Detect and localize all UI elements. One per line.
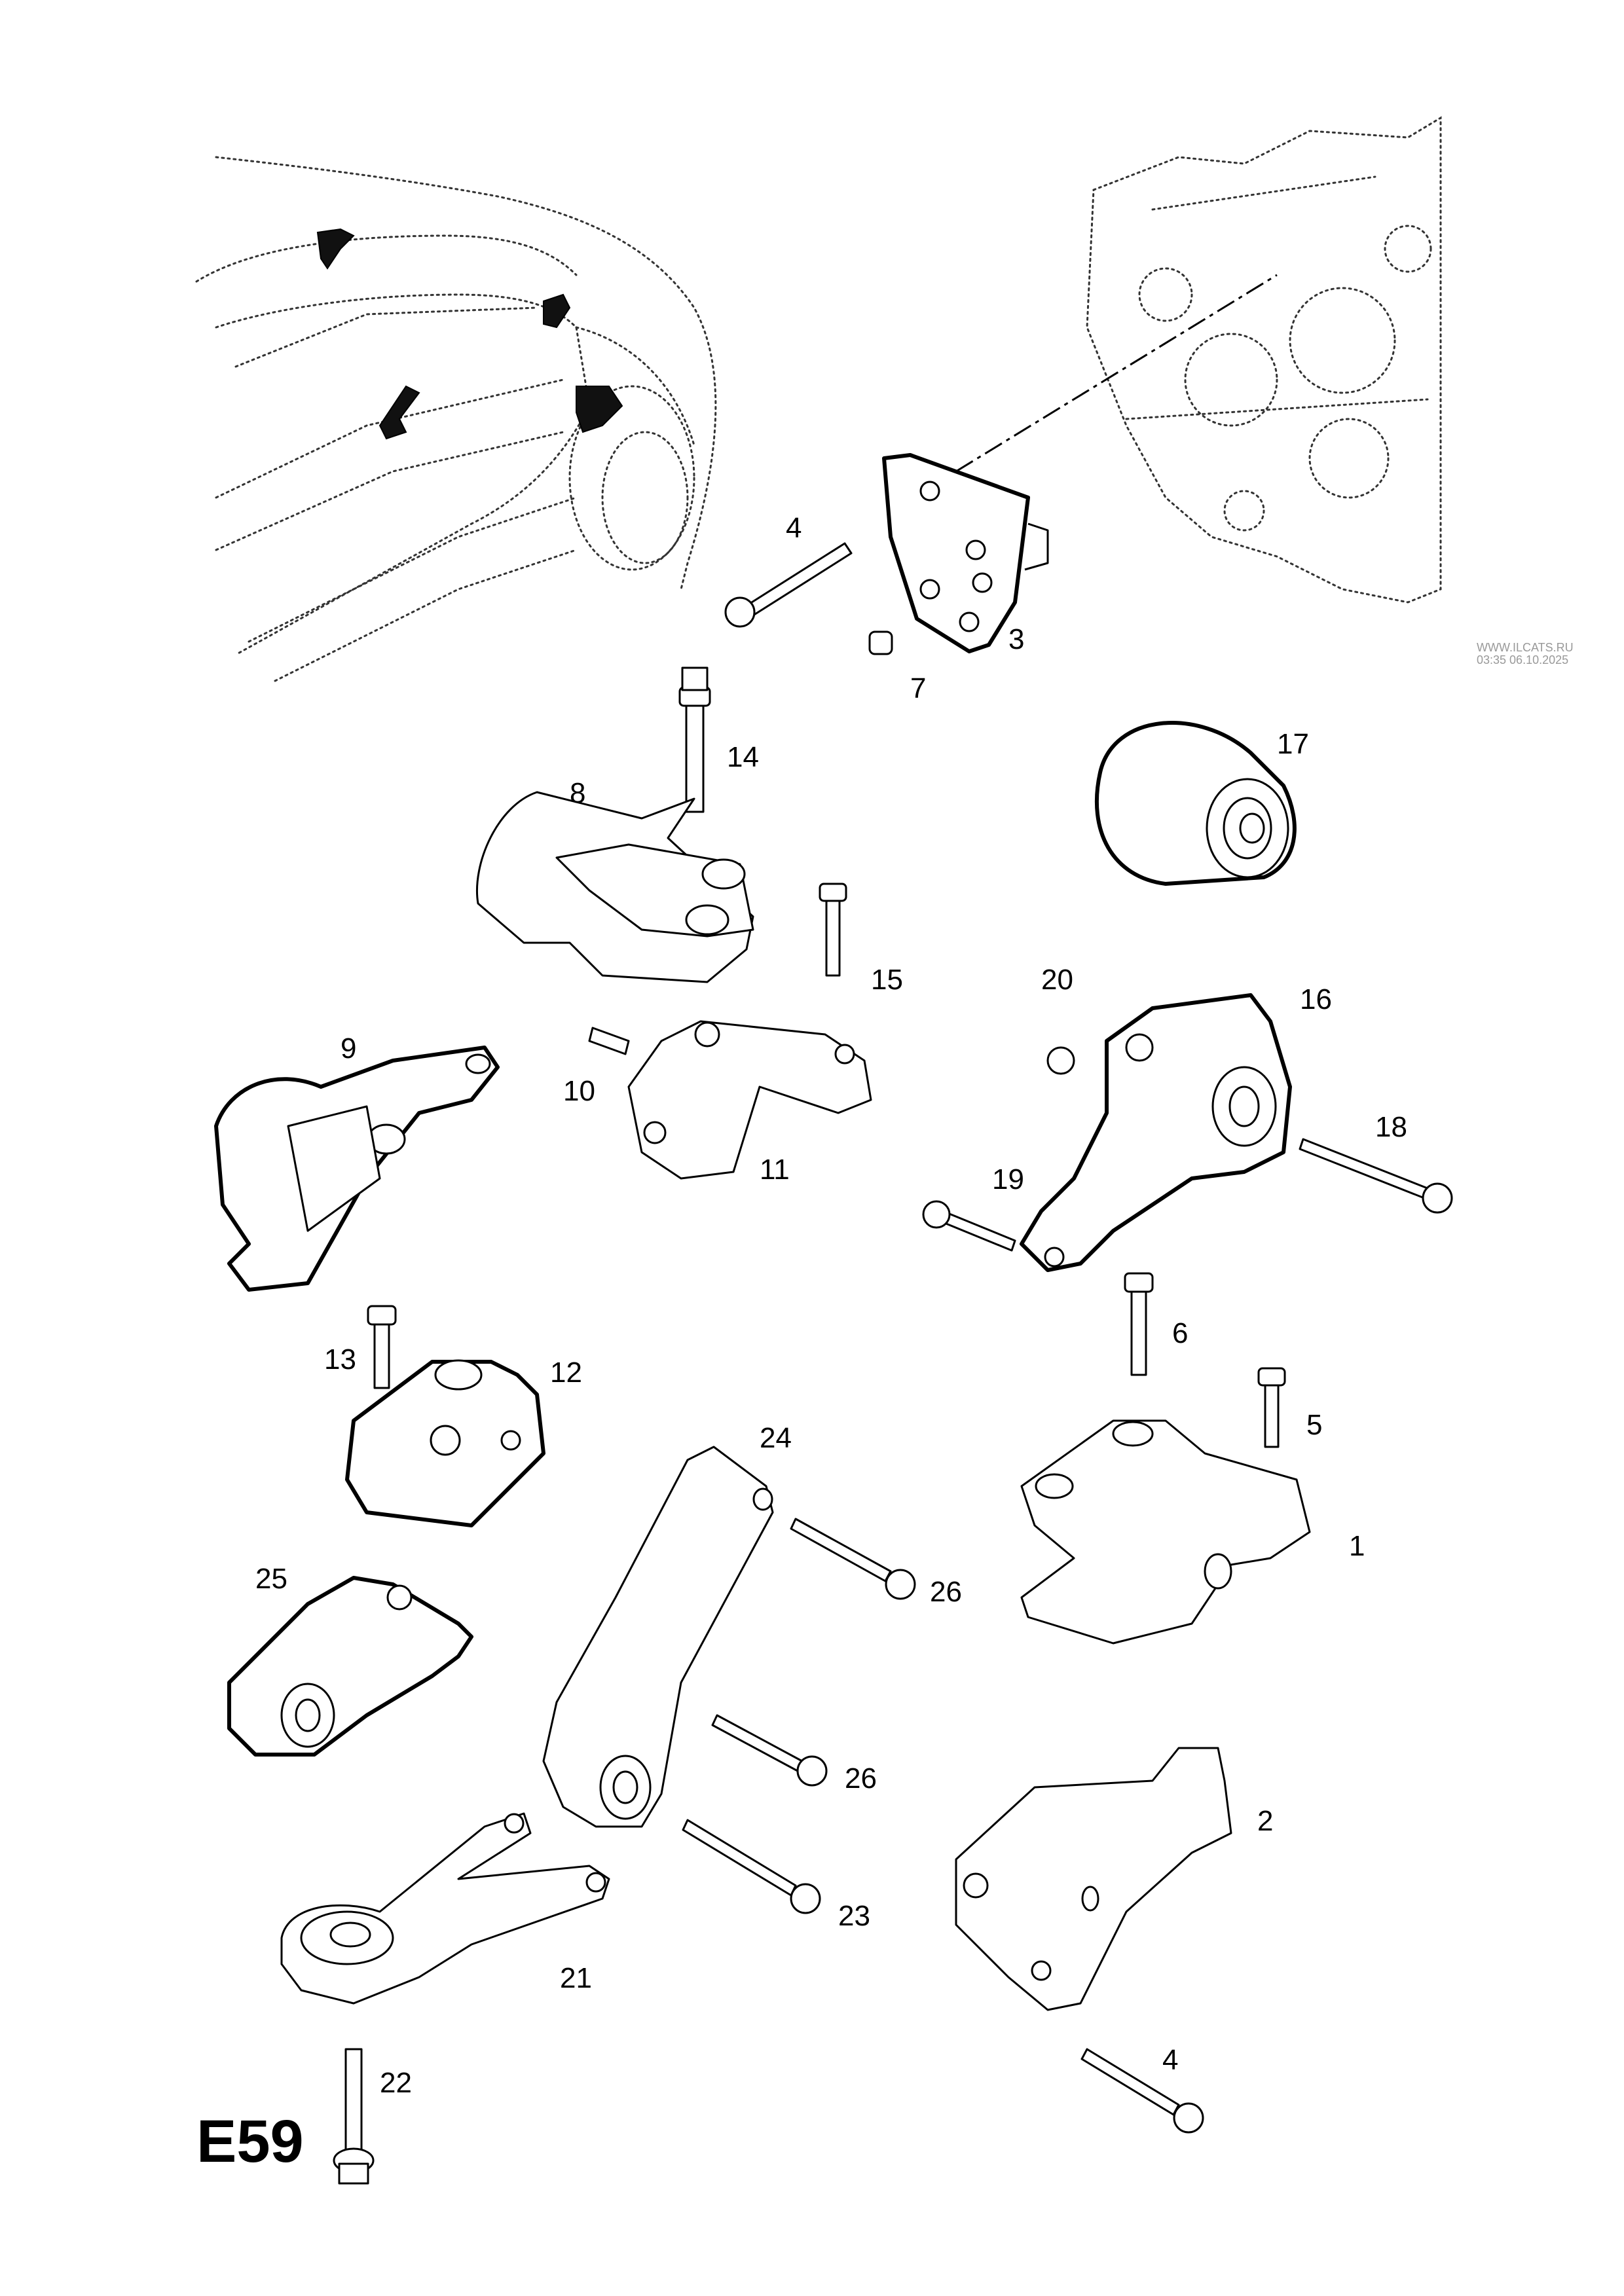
callout-12: 12 (550, 1357, 582, 1389)
engine-block-outline (1086, 116, 1442, 604)
callout-26: 26 (930, 1576, 962, 1608)
watermark-site: WWW.ILCATS.RU (1477, 641, 1574, 654)
part-24-torque-strut (542, 1446, 774, 1828)
part-17-bushing (1094, 721, 1297, 886)
part-26-bolt-upper (790, 1518, 916, 1600)
part-11-bracket (627, 1020, 872, 1180)
part-19-bolt (922, 1200, 1016, 1252)
part-25-mount (227, 1576, 473, 1757)
callout-7: 7 (910, 672, 927, 704)
part-3-bracket-plate (882, 453, 1049, 653)
part-14-bolt (678, 666, 711, 813)
callout-26-b: 26 (845, 1762, 877, 1795)
part-23-bolt (682, 1819, 821, 1914)
callout-25: 25 (255, 1563, 287, 1595)
callout-16: 16 (1300, 983, 1332, 1015)
callout-21: 21 (560, 1962, 592, 1994)
callout-15: 15 (871, 964, 903, 996)
callout-18: 18 (1375, 1111, 1407, 1143)
vehicle-outline (195, 156, 717, 682)
watermark-timestamp: 03:35 06.10.2025 (1477, 653, 1569, 666)
part-13-bolt (367, 1305, 397, 1389)
part-10-bolt (588, 1027, 630, 1055)
part-9-engine-mount (214, 1046, 500, 1292)
callout-6: 6 (1172, 1317, 1189, 1349)
callout-22: 22 (380, 2067, 412, 2099)
part-2-bracket (955, 1747, 1232, 2011)
part-12-mount-bracket (345, 1359, 545, 1527)
part-18-bolt (1299, 1138, 1453, 1214)
callout-4: 4 (786, 512, 802, 544)
callout-10: 10 (563, 1075, 595, 1107)
part-1-transmission-mount (1020, 1419, 1311, 1645)
callout-17: 17 (1277, 728, 1309, 760)
callout-2: 2 (1257, 1805, 1274, 1837)
part-8-engine-mount (476, 791, 754, 983)
callout-20: 20 (1041, 964, 1073, 996)
part-4-bolt-lower (1080, 2048, 1204, 2134)
watermark: WWW.ILCATS.RU 03:35 06.10.2025 (1477, 642, 1574, 666)
callout-24: 24 (760, 1422, 792, 1454)
part-16-torque-arm (1020, 993, 1292, 1272)
part-6-bolt (1124, 1272, 1154, 1376)
part-4-bolt (724, 542, 853, 628)
callout-13: 13 (324, 1343, 356, 1376)
alignment-line (955, 274, 1278, 473)
callout-14: 14 (727, 741, 759, 773)
part-15-bolt (819, 883, 847, 977)
part-7-sleeve (868, 630, 893, 655)
callout-1: 1 (1349, 1530, 1365, 1562)
callout-4-b: 4 (1162, 2044, 1179, 2076)
callout-23: 23 (838, 1900, 870, 1932)
callout-3: 3 (1008, 623, 1025, 655)
part-26-bolt-lower (711, 1714, 828, 1787)
part-20-nut (1046, 1046, 1075, 1075)
part-21-lower-strut (280, 1812, 610, 2005)
sheet-code: E59 (196, 2108, 304, 2175)
part-5-bolt (1257, 1367, 1286, 1448)
callout-9: 9 (341, 1032, 357, 1065)
callout-19: 19 (992, 1163, 1024, 1195)
part-22-bolt (333, 2048, 375, 2185)
callout-8: 8 (570, 777, 586, 809)
callout-5: 5 (1306, 1409, 1323, 1441)
callout-11: 11 (760, 1154, 790, 1186)
